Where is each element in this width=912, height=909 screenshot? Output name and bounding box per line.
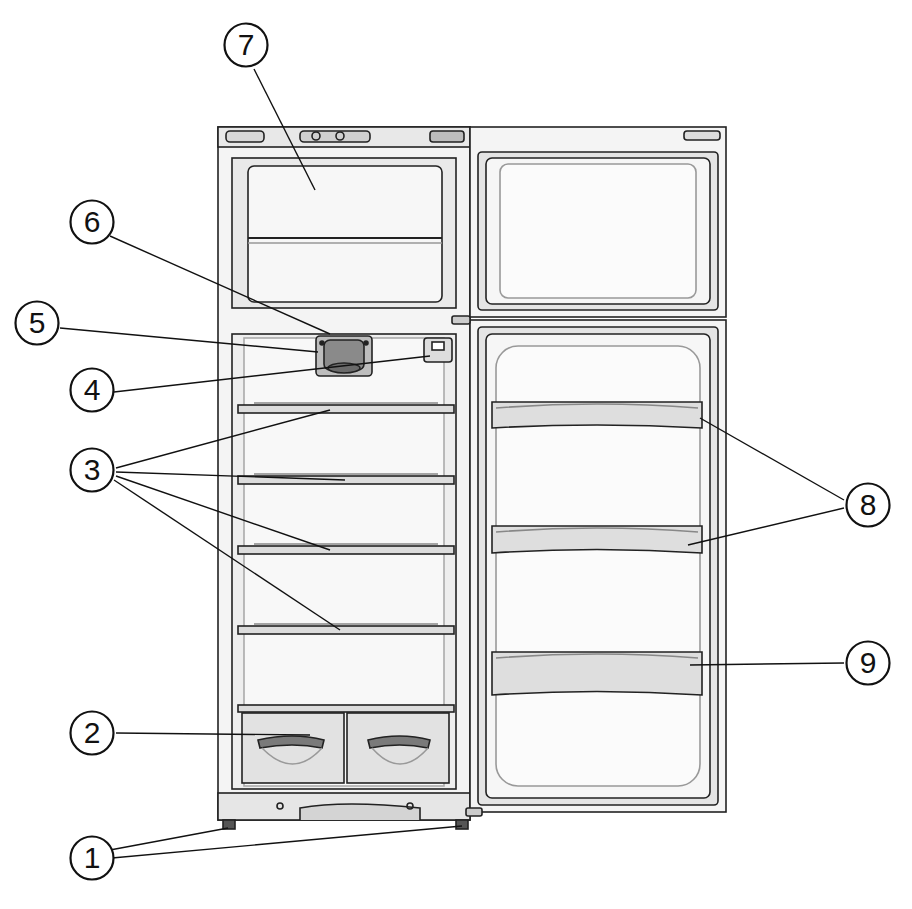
callout-number: 6: [69, 199, 115, 245]
thermostat: [424, 338, 452, 362]
callout-number: 7: [223, 22, 269, 68]
callout-number: 4: [69, 367, 115, 413]
callout-circle: 7: [223, 22, 269, 68]
control-strip: [218, 127, 470, 147]
callout-number: 5: [14, 300, 60, 346]
shelves: [238, 403, 454, 712]
callout-circle: 8: [845, 482, 891, 528]
crisper-drawers: [242, 713, 449, 783]
freezer-door: [470, 127, 726, 317]
callout-number: 9: [845, 640, 891, 686]
callout-circle: 9: [845, 640, 891, 686]
callout-circle: 1: [69, 835, 115, 881]
callout-number: 3: [69, 447, 115, 493]
fridge-door: [470, 320, 726, 812]
callout-number: 8: [845, 482, 891, 528]
callout-circle: 4: [69, 367, 115, 413]
callout-circle: 3: [69, 447, 115, 493]
foot: [456, 820, 468, 829]
leader-lines: [60, 69, 844, 858]
callout-circle: 6: [69, 199, 115, 245]
callout-number: 1: [69, 835, 115, 881]
callout-circle: 2: [69, 710, 115, 756]
lamp-housing: [316, 336, 372, 376]
door-bins: [492, 402, 702, 695]
fridge-compartment: [232, 334, 456, 789]
freezer-compartment: [232, 158, 456, 308]
foot: [223, 820, 235, 829]
callout-number: 2: [69, 710, 115, 756]
callout-circle: 5: [14, 300, 60, 346]
cabinet: [218, 127, 470, 820]
